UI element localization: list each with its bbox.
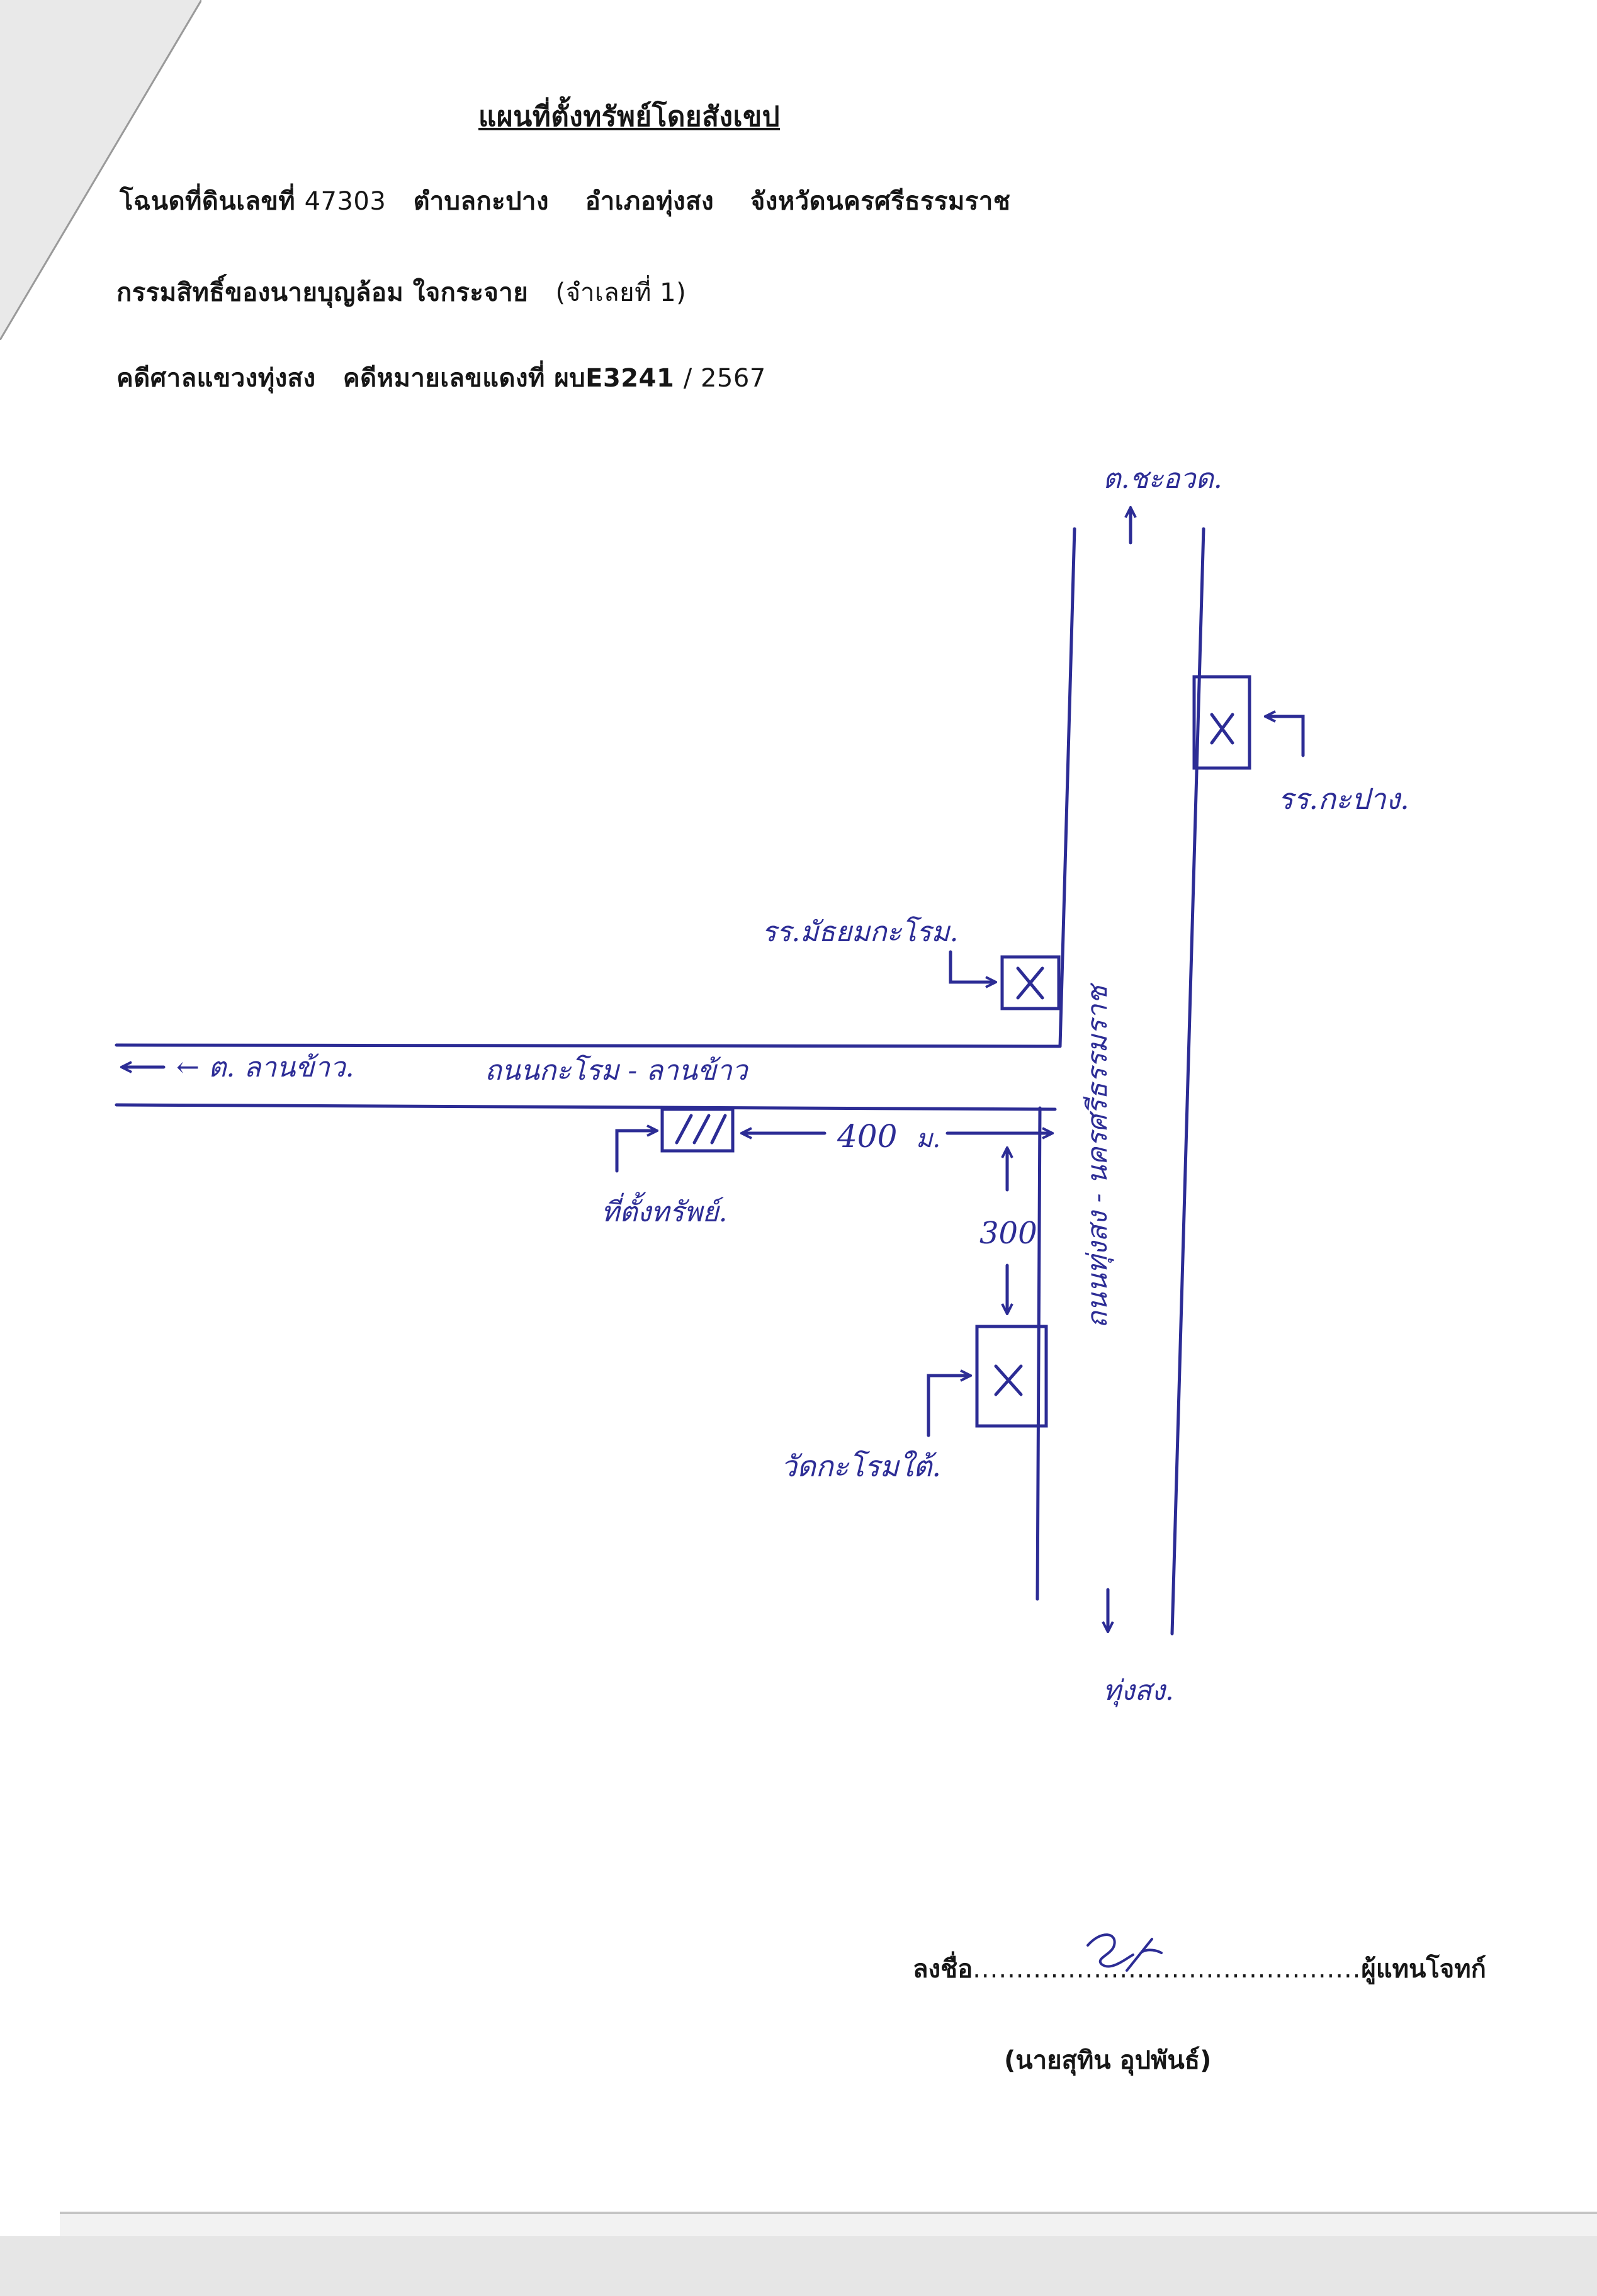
temple-kapang-x2 (1210, 713, 1234, 745)
distance-400-value: 400 (837, 1118, 897, 1155)
case-number: คดีหมายเลขแดงที่ ผบE3241 (342, 364, 675, 393)
owner-name: กรรมสิทธิ์ของนายบุญล้อม ใจกระจาย (116, 278, 529, 307)
sign-label: ลงชื่อ (913, 1955, 973, 1984)
main-road-west-edge-south (1036, 1106, 1042, 1601)
property-label: ที่ตั้งทรัพย์. (601, 1192, 727, 1228)
main-road-west-edge (1058, 527, 1076, 1048)
court-name: คดีศาลแขวงทุ่งสง (116, 364, 316, 393)
branch-road-label: ถนนกะโรม - ลานข้าว (485, 1055, 749, 1087)
temple-kapang-label: รร.กะปาง. (1278, 782, 1409, 816)
deed-line: โฉนดที่ดินเลขที่ 47303 ตำบลกะปาง อำเภอทุ… (120, 181, 1010, 221)
west-destination-label: ← ต. ลานข้าว. (176, 1051, 354, 1083)
document-title: แผนที่ตั้งทรัพย์โดยสังเขป (478, 101, 781, 133)
owner-line: กรรมสิทธิ์ของนายบุญล้อม ใจกระจาย (จำเลยท… (116, 272, 686, 312)
deed-label: โฉนดที่ดินเลขที่ (120, 187, 296, 216)
north-destination-label: ต.ชะอวด. (1103, 463, 1222, 495)
property-hatch-2 (692, 1114, 711, 1145)
property-marker (660, 1107, 735, 1153)
province: จังหวัดนครศรีธรรมราช (750, 187, 1011, 216)
temple-karom-south-x2 (994, 1364, 1023, 1396)
temple-kapang-pointer (1267, 716, 1305, 757)
school-karom-label: รร.มัธยมกะโรม. (762, 916, 958, 948)
signature-dots-left: ........................ (973, 1955, 1180, 1984)
deed-number: 47303 (304, 187, 387, 216)
main-road-label: ถนนทุ่งสง - นครศรีธรรมราช (1081, 982, 1114, 1328)
subdistrict: ตำบลกะปาง (413, 187, 550, 216)
defendant-number: (จำเลยที่ 1) (555, 278, 687, 307)
property-hatch-1 (675, 1114, 693, 1145)
school-karom-x2 (1016, 966, 1044, 1000)
handwritten-signature (1086, 1933, 1163, 1972)
signer-role: ผู้แทนโจทก์ (1361, 1955, 1486, 1984)
south-destination-label: ทุ่งสง. (1103, 1675, 1174, 1707)
temple-kapang-marker (1192, 675, 1251, 770)
scan-bottom-margin (0, 2236, 1597, 2296)
temple-karom-south-marker (975, 1325, 1048, 1428)
distance-400-unit: ม. (916, 1124, 940, 1153)
signature-dots-right: ..................... (1180, 1955, 1362, 1984)
school-karom-marker (1000, 955, 1061, 1010)
property-hatch-3 (710, 1114, 727, 1145)
case-line: คดีศาลแขวงทุ่งสง คดีหมายเลขแดงที่ ผบE324… (116, 358, 766, 398)
distance-300-value: 300 (979, 1216, 1037, 1251)
branch-road-north-edge (115, 1043, 1061, 1048)
temple-karom-south-label: วัดกะโรมใต้. (781, 1449, 941, 1483)
signer-name: (นายสุทิน อุปพันธ์) (1004, 2046, 1212, 2075)
district: อำเภอทุ่งสง (585, 187, 714, 216)
property-pointer (615, 1131, 656, 1173)
signature-line: ลงชื่อ..................................… (913, 1948, 1486, 1989)
main-road-east-edge (1170, 527, 1205, 1636)
branch-road-south-edge (115, 1103, 1057, 1111)
case-year: / 2567 (683, 364, 766, 393)
school-karom-pointer (949, 950, 995, 982)
temple-karom-south-pointer (927, 1376, 969, 1437)
